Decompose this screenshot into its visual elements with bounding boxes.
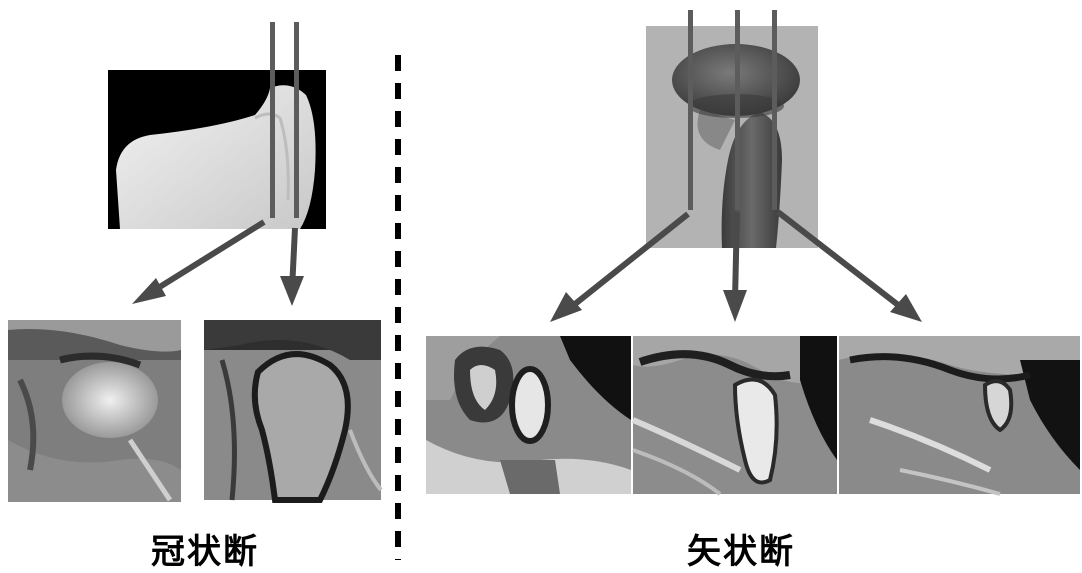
sagittal-arrow-1	[570, 214, 688, 308]
coronal-arrowhead-2	[280, 276, 304, 306]
coronal-mri-slice-2	[204, 320, 381, 500]
sagittal-arrowhead-2	[723, 290, 747, 322]
figure-canvas	[0, 0, 1082, 560]
coronal-arrowhead-1	[132, 278, 166, 304]
coronal-mri-slice-1	[8, 320, 181, 502]
coronal-bone-photo	[108, 70, 326, 229]
sagittal-mri-slice-2	[633, 336, 837, 494]
coronal-section-label: 冠状断	[140, 524, 270, 573]
sagittal-arrowhead-3	[890, 294, 922, 322]
sagittal-slice-line-2	[735, 10, 740, 210]
sagittal-slice-line-1	[688, 10, 693, 210]
sagittal-arrowhead-1	[550, 292, 582, 322]
sagittal-arrow-3	[778, 212, 902, 308]
sagittal-arrow-2	[735, 212, 737, 300]
sagittal-section-label: 矢状断	[676, 524, 806, 573]
sagittal-bone-photo	[646, 26, 818, 248]
sagittal-slice-line-3	[772, 10, 777, 210]
coronal-slice-line-2	[294, 22, 299, 218]
sagittal-mri-slice-3	[839, 336, 1080, 494]
coronal-slice-line-1	[270, 22, 275, 218]
sagittal-mri-slice-1	[426, 336, 631, 494]
